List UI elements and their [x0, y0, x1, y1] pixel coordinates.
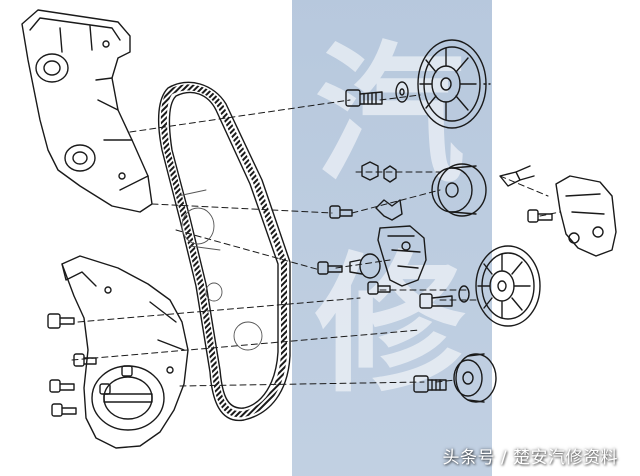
engine-outline — [177, 189, 263, 351]
idler-pulley-icon — [349, 253, 381, 279]
bolt-icon-11 — [49, 379, 75, 393]
camshaft-sprocket-icon — [417, 39, 491, 129]
bolt-icon-8 — [413, 375, 447, 393]
tensioner-pulley-icon — [431, 163, 487, 217]
bolt-icon-4 — [329, 205, 353, 219]
washer-icon — [395, 81, 409, 103]
mounting-bracket-icon — [555, 175, 617, 257]
bolt-icon-14 — [121, 365, 133, 377]
bolt-icon — [345, 89, 383, 107]
bolt-icon-6 — [527, 209, 553, 223]
watermark-panel-dark — [292, 0, 492, 476]
watermark-panel — [292, 0, 492, 476]
camshaft-sprocket-2-icon — [475, 245, 541, 327]
tensioner-bracket-icon — [375, 199, 427, 287]
bolt-icon-12 — [51, 403, 77, 417]
crank-sprocket-icon — [453, 353, 497, 403]
source-credit: 头条号 / 楚安汽修资料 — [442, 448, 618, 468]
washer-icon-2 — [458, 285, 470, 303]
bolt-icon-2 — [499, 165, 535, 187]
timing-cover-upper-icon — [21, 9, 153, 213]
bolt-icon-5 — [367, 281, 391, 295]
bolt-icon-13 — [99, 383, 111, 395]
bolt-icon-9 — [47, 313, 75, 329]
nut-icon — [361, 161, 379, 181]
bolt-icon-7 — [419, 293, 453, 309]
timing-belt-icon — [157, 81, 291, 422]
assembly-guide-lines — [71, 94, 561, 387]
bolt-icon-10 — [73, 353, 97, 367]
nut-icon-2 — [383, 165, 397, 183]
bolt-icon-3 — [317, 261, 343, 275]
timing-cover-lower-icon — [61, 255, 189, 449]
